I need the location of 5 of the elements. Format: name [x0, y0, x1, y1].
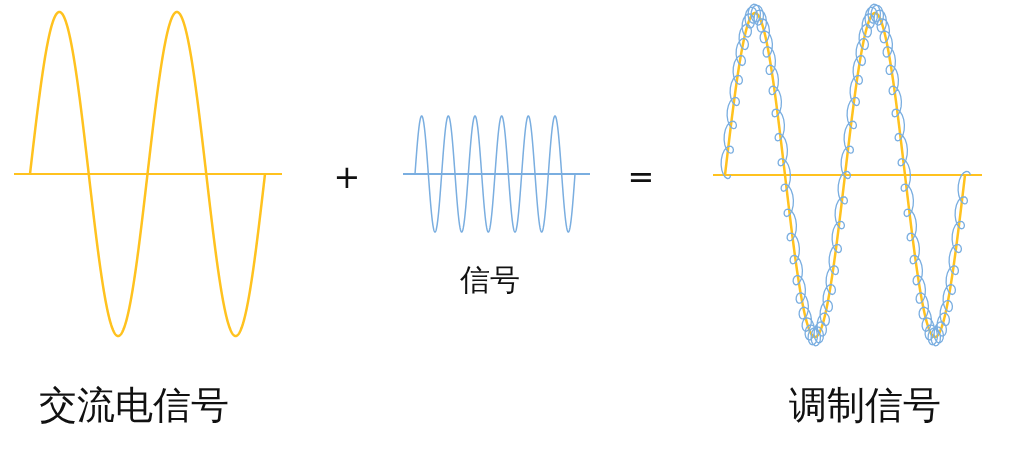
wave-caption: 交流电信号 [39, 386, 229, 424]
plus-sign: + [333, 161, 361, 193]
wave-caption: 信号 [460, 265, 520, 295]
equals-sign: = [627, 161, 655, 193]
wave-caption: 调制信号 [789, 386, 941, 424]
